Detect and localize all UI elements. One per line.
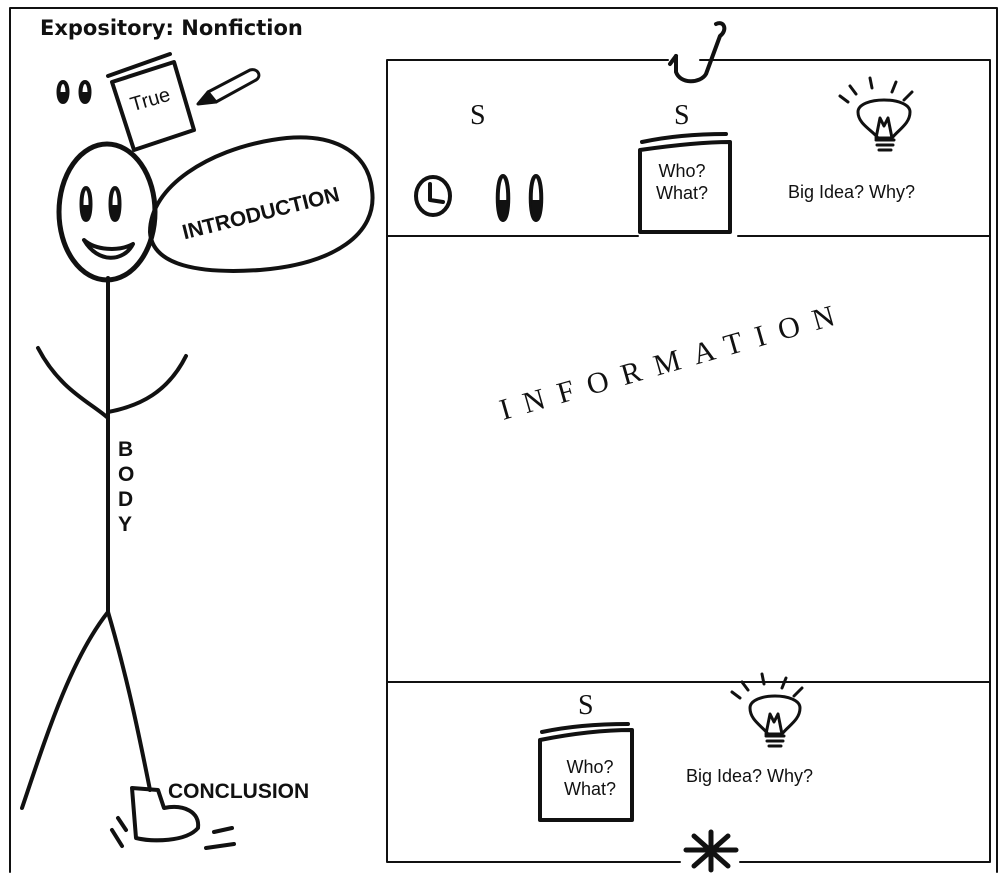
- smile: [82, 238, 135, 260]
- left-leg: [20, 610, 110, 810]
- body-letter: D: [118, 488, 134, 511]
- bottom-big-idea-label: Big Idea? Why?: [686, 766, 814, 786]
- bottom-who-what-label: Who? What?: [548, 756, 632, 800]
- bottom-s-label: S: [578, 690, 594, 721]
- top-s-right-label: S: [674, 100, 690, 131]
- bottom-lightbulb-icon: [730, 672, 804, 748]
- who-text: Who?: [658, 161, 706, 181]
- right-leg: [106, 610, 152, 792]
- star-icon: [683, 829, 739, 873]
- top-who-what-label: Who? What?: [640, 160, 724, 204]
- introduction-bubble: [148, 135, 375, 273]
- clock-icon: [414, 175, 452, 217]
- what-text: What?: [563, 779, 617, 799]
- left-arm: [36, 346, 110, 420]
- panel-eyes-icon: [495, 174, 544, 222]
- eyes-icon: [56, 80, 92, 104]
- bottom-book-icon: [538, 722, 634, 822]
- shoe-icon: [110, 786, 236, 850]
- top-big-idea-label: Big Idea? Why?: [788, 182, 916, 202]
- outer-frame: [9, 7, 998, 873]
- lightbulb-icon: [838, 76, 914, 152]
- head: [56, 141, 158, 283]
- who-text: Who?: [566, 757, 614, 777]
- what-text: What?: [655, 183, 709, 203]
- pencil-icon: [196, 68, 261, 106]
- hook-icon: [674, 21, 727, 84]
- body-label: B O D Y: [118, 438, 134, 536]
- body-letter: Y: [118, 513, 133, 536]
- body-letter: B: [118, 438, 134, 461]
- conclusion-label: CONCLUSION: [168, 780, 310, 803]
- page-title: Expository: Nonfiction: [40, 16, 303, 40]
- panel-frame: [386, 59, 991, 863]
- body-letter: O: [118, 463, 135, 486]
- right-arm: [106, 354, 188, 414]
- book-icon: [106, 52, 196, 152]
- head-eyes-icon: [79, 186, 122, 222]
- top-s-left-label: S: [470, 100, 486, 131]
- top-book-icon: [638, 132, 732, 234]
